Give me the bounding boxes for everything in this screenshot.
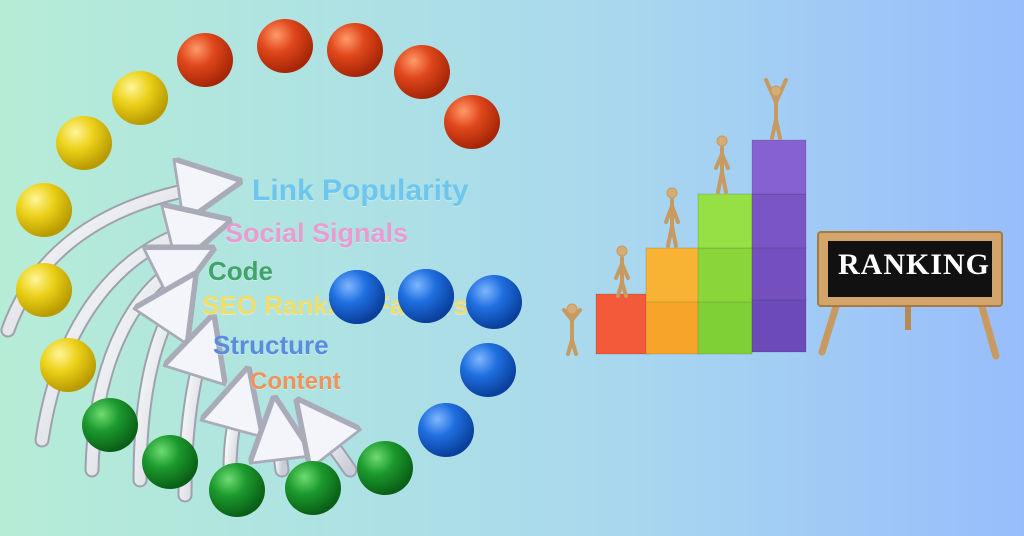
label-social-signals: Social Signals: [225, 218, 409, 248]
label-content: Content: [250, 368, 341, 395]
green-beads: [82, 398, 413, 517]
label-code: Code: [208, 256, 273, 286]
arrow-extra-2: [316, 424, 350, 476]
arrow-extra-1: [278, 428, 282, 476]
ranking-board: [817, 231, 1003, 360]
label-structure: Structure: [213, 330, 329, 360]
ranking-board-text: RANKING: [837, 248, 990, 281]
wooden-figures: [562, 78, 788, 356]
block-orange-red: [595, 293, 651, 355]
arrow-social-signals: [36, 228, 200, 446]
label-link-popularity: Link Popularity: [252, 174, 469, 207]
yellow-beads: [16, 71, 168, 392]
arrow-content: [230, 398, 240, 476]
red-beads: [177, 19, 500, 149]
ranking-stairs: [595, 139, 807, 355]
